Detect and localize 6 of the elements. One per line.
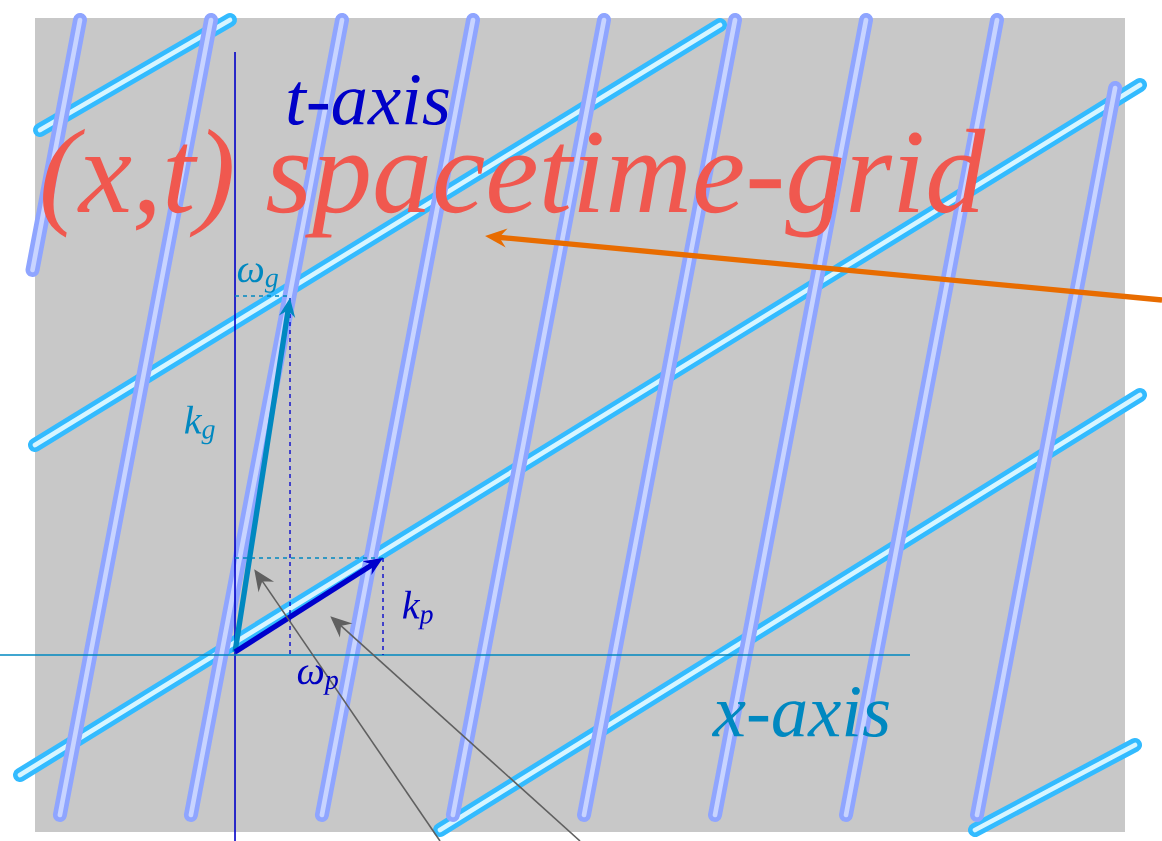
- vector-label: ω$_{p}$: [297, 665, 338, 695]
- axis-label: x-axis: [711, 686, 889, 738]
- arrow: [330, 616, 581, 841]
- vector-label: k$_{p}$: [402, 590, 433, 630]
- axis-label: t-axis: [288, 74, 449, 126]
- vector-label: k$_{g}$: [184, 405, 215, 445]
